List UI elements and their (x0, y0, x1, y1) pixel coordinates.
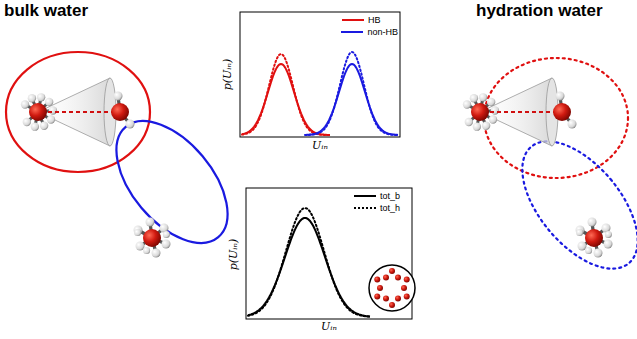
hydrogen-atom (594, 249, 603, 258)
hydrogen-atom (136, 242, 145, 251)
hydration-dot (395, 275, 401, 281)
hydrogen-atom (40, 122, 48, 130)
panel-heading: hydration water (476, 1, 603, 21)
legend-line-sample (354, 207, 376, 209)
water-molecule (576, 229, 612, 254)
hydrogen-atom (605, 231, 612, 238)
hydrogen-atom (487, 98, 495, 106)
hydrogen-atom (28, 94, 36, 102)
axis-label: Uᵢₙ (321, 320, 337, 333)
hydration-dot (389, 268, 395, 274)
legend-entry: tot_b (354, 191, 400, 201)
hydrogen-atom (143, 247, 150, 254)
oxygen-atom (29, 103, 47, 121)
legend-line-sample (342, 19, 364, 21)
hydrogen-atom (134, 229, 141, 236)
hydrogen-atom (482, 122, 490, 130)
water-molecule (111, 92, 135, 129)
hydrogen-atom (556, 92, 565, 101)
hydrogen-atom (163, 231, 170, 238)
hydration-dot (395, 295, 401, 301)
dotted-curve (305, 52, 398, 135)
hydration-dot (404, 294, 410, 300)
legend-text: tot_b (380, 191, 400, 201)
oxygen-atom (585, 229, 603, 247)
hydrogen-atom (21, 100, 29, 108)
hydration-dot (383, 295, 389, 301)
hydrogen-atom (489, 115, 497, 123)
legend-line-sample (341, 31, 363, 33)
hbond-line (48, 111, 112, 113)
hydrogen-atom (37, 93, 45, 101)
hydrogen-atom (47, 115, 55, 123)
hydrogen-atom (162, 240, 171, 249)
water-molecule (134, 218, 171, 258)
water-molecule (134, 229, 170, 254)
hydrogen-atom (465, 118, 473, 126)
hydration-dot (389, 302, 395, 308)
hydration-dot (383, 275, 389, 281)
legend-text: non-HB (367, 27, 398, 37)
hydrogen-atom (146, 218, 155, 227)
dotted-curve (248, 208, 370, 317)
hydrogen-atom (114, 92, 123, 101)
hydrogen-atom (126, 120, 135, 129)
oxygen-atom (471, 103, 489, 121)
axis-label: p(Uᵢₙ) (227, 238, 240, 270)
hydrogen-atom (479, 93, 487, 101)
dotted-curve (242, 54, 330, 135)
axis-label: Uᵢₙ (312, 139, 328, 152)
hydrogen-atom (578, 242, 587, 251)
solid-curve (305, 64, 398, 135)
solid-curve (242, 64, 330, 135)
hydration-dot (401, 285, 407, 291)
hbond-line (490, 111, 554, 113)
oxygen-atom (143, 229, 161, 247)
water-molecule (576, 218, 613, 258)
hydrogen-atom (23, 118, 31, 126)
hydrogen-atom (568, 120, 577, 129)
hydrogen-atom (470, 94, 478, 102)
water-molecule (553, 92, 577, 129)
legend-text: HB (368, 15, 381, 25)
hydrogen-atom (463, 100, 471, 108)
hydrogen-atom (491, 106, 499, 114)
hydration-dot (374, 294, 380, 300)
legend-entry: tot_h (354, 203, 400, 213)
legend-text: tot_h (380, 203, 400, 213)
hydrogen-atom (473, 122, 481, 130)
legend-line-sample (354, 195, 376, 197)
legend-entry: HB (342, 15, 381, 25)
hydrogen-atom (588, 218, 597, 227)
hydrogen-atom (604, 240, 613, 249)
panel-heading: bulk water (4, 1, 88, 21)
hydrogen-atom (49, 106, 57, 114)
hydrogen-atom (585, 247, 592, 254)
hydrogen-atom (31, 122, 39, 130)
hydrogen-atom (45, 98, 53, 106)
oxygen-atom (553, 103, 571, 121)
legend-entry: non-HB (341, 27, 398, 37)
hydration-dot (404, 277, 410, 283)
axis-label: p(Uᵢₙ) (221, 58, 234, 90)
hydration-dot (374, 277, 380, 283)
hydration-dot (377, 285, 383, 291)
hydrogen-atom (576, 229, 583, 236)
oxygen-atom (111, 103, 129, 121)
hydrogen-atom (152, 249, 161, 258)
